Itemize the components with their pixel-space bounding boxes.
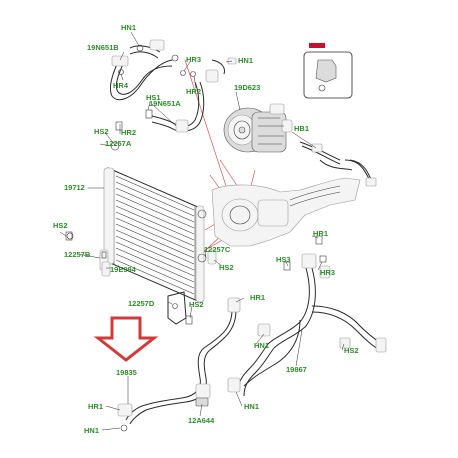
- hose-19867: [227, 235, 387, 397]
- compressor-pipes: [299, 141, 377, 187]
- red-arrow-icon: [93, 316, 159, 362]
- condenser: [99, 167, 217, 303]
- label-hs2-low: HS2: [189, 300, 204, 309]
- label-19835: 19835: [116, 368, 137, 377]
- label-hr1-mid: HR1: [250, 293, 265, 302]
- label-hr4: HR4: [113, 81, 129, 90]
- label-12257c: 12257C: [204, 245, 231, 254]
- sensor-inset: [303, 43, 353, 99]
- label-19n651a: 19N651A: [149, 99, 181, 108]
- label-hn1-lowright: HN1: [244, 402, 259, 411]
- label-hb1: HB1: [294, 124, 309, 133]
- label-19867: 19867: [286, 365, 307, 374]
- label-12257a: 12257A: [105, 139, 132, 148]
- label-hs2-left: HS2: [53, 221, 68, 230]
- label-hs3: HS3: [276, 255, 291, 264]
- label-hr1-right: HR1: [313, 229, 328, 238]
- label-hn1-top: HN1: [121, 23, 136, 32]
- label-hs2-a: HS2: [94, 127, 109, 136]
- label-hr3-top: HR3: [186, 55, 201, 64]
- label-19n651b: 19N651B: [87, 43, 119, 52]
- label-hr2-top: HR2: [186, 87, 201, 96]
- condenser-fins: [115, 175, 195, 295]
- label-hn1-mid: HN1: [254, 341, 269, 350]
- label-hr3-right: HR3: [320, 268, 335, 277]
- leader-lines: [59, 31, 345, 431]
- label-12a644: 12A644: [188, 416, 215, 425]
- badge-red-icon: [309, 43, 325, 48]
- label-hn1-low: HN1: [84, 426, 99, 435]
- hose-19835: [117, 297, 241, 432]
- label-hr2-mid: HR2: [121, 128, 136, 137]
- compressor: [223, 103, 293, 153]
- label-hs1: HS1: [146, 93, 161, 102]
- upper-hose-assembly: [109, 39, 237, 133]
- label-12257b: 12257B: [64, 250, 91, 259]
- label-hn1-topright: HN1: [238, 56, 253, 65]
- label-hs2-right: HS2: [344, 346, 359, 355]
- label-hr1-low: HR1: [88, 402, 103, 411]
- label-12257d: 12257D: [128, 299, 155, 308]
- label-19712: 19712: [64, 183, 85, 192]
- bracket-12257d: [167, 291, 193, 325]
- part-labels: HN1 19N651B HR3 HN1 HR4 HR2 19D623 HS1 1…: [53, 23, 359, 435]
- label-19e994: 19E994: [110, 265, 137, 274]
- label-hs2-mid: HS2: [219, 263, 234, 272]
- engine-background: [211, 177, 361, 247]
- label-19d623: 19D623: [234, 83, 260, 92]
